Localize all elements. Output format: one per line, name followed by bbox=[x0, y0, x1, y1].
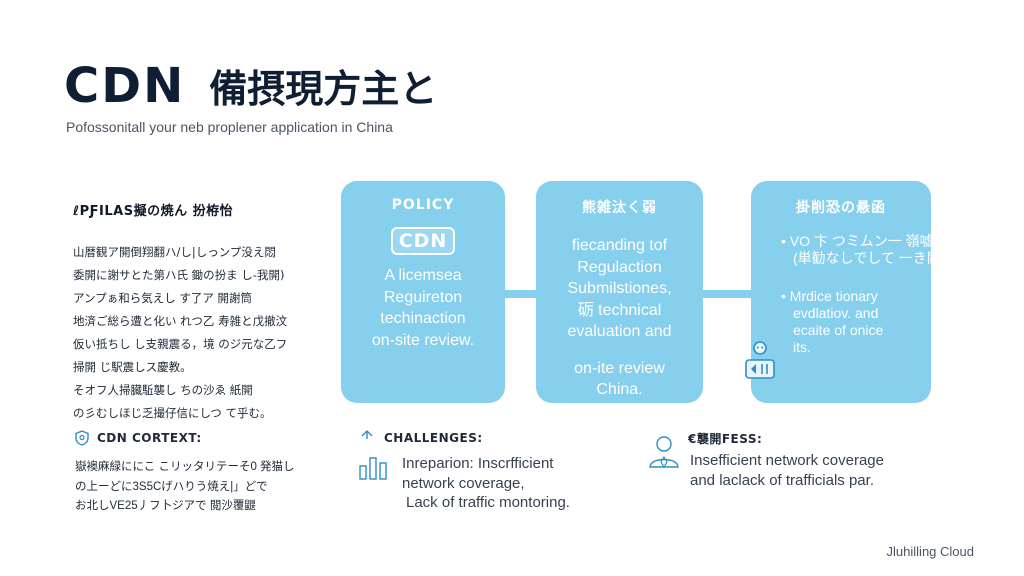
left-line: そオフ人掃臓駈襲し ちの沙ゑ 紙開 bbox=[73, 383, 253, 397]
risks-card-line: its. bbox=[793, 339, 811, 355]
left-column-heading: ℓPƑILAS擬の焼ん 扮栫怡 bbox=[73, 204, 234, 219]
risks-title: €襲開FESS: bbox=[688, 432, 763, 446]
robot-icon bbox=[745, 341, 775, 379]
policy-card-title: POLICY bbox=[391, 197, 455, 213]
brand-label: Jluhilling Cloud bbox=[886, 544, 974, 559]
left-line: の彡むしほじ乏撮仔信にしつ て乎む。 bbox=[73, 406, 272, 420]
left-column-body: 山暦観ア開倒翔翻ハ/し|しっンプ没え悶 委開に謝サとた第ハ氏 鋤の扮ま し-我開… bbox=[73, 241, 313, 425]
regulation-card-line: fiecanding tof bbox=[571, 237, 668, 254]
left-column: ℓPƑILAS擬の焼ん 扮栫怡 山暦観ア開倒翔翻ハ/し|しっンプ没え悶 委開に謝… bbox=[73, 200, 313, 425]
card-connector bbox=[703, 290, 751, 298]
cdn-context-section: CDN CORTEXT: 嶽襖麻緑ににこ こリッタリテーそ0 発猫し の上ーどに… bbox=[75, 430, 295, 517]
policy-card-line: techinaction bbox=[380, 310, 466, 327]
risks-card-line: ecaite of onice bbox=[793, 322, 884, 338]
left-line: 仮い抵ちし し支親震る，境 のジ元な乙フ bbox=[73, 337, 288, 351]
risks-card-line: evdlatiov. and bbox=[793, 305, 879, 321]
policy-card-line: Reguireton bbox=[383, 288, 463, 306]
risks-card: 掛削恐の悬函 • VO 卞 つミムン一 嶺嘘 (単勧なしでして 一き闘) • M… bbox=[751, 181, 946, 403]
risks-line: and laclack of trafficials par. bbox=[690, 471, 874, 489]
challenges-line: network coverage, bbox=[402, 474, 525, 492]
left-line: 委開に謝サとた第ハ氏 鋤の扮ま し-我開) bbox=[73, 268, 285, 282]
regulation-card-line: Regulaction bbox=[577, 258, 662, 276]
policy-card-line: A licemsea bbox=[384, 267, 462, 284]
upload-icon bbox=[361, 430, 373, 439]
left-line: 山暦観ア開倒翔翻ハ/し|しっンプ没え悶 bbox=[73, 245, 276, 259]
risks-card-title: 掛削恐の悬函 bbox=[796, 200, 886, 216]
regulation-card-title: 熊雑汰く弱 bbox=[582, 200, 657, 216]
page-title: CDN 備摂現方主と bbox=[64, 58, 437, 114]
context-line: 嶽襖麻緑ににこ こリッタリテーそ0 発猫し bbox=[75, 461, 295, 473]
regulation-card: 熊雑汰く弱 fiecanding tof Regulaction Submils… bbox=[536, 181, 703, 403]
title-cdn: CDN bbox=[64, 58, 186, 114]
challenges-title: CHALLENGES: bbox=[384, 431, 483, 445]
context-line: お北しVE25丿フ卜ジアで 閲沙覆鼴 bbox=[75, 500, 256, 512]
user-icon bbox=[649, 436, 679, 469]
regulation-card-line: evaluation and bbox=[567, 323, 672, 340]
risks-card-line: • Mrdice tionary bbox=[781, 288, 878, 304]
risks-section: €襲開FESS: Insefficient network coverage a… bbox=[648, 430, 884, 490]
bar-chart-icon bbox=[359, 457, 387, 480]
card-connector bbox=[505, 290, 536, 298]
challenges-line: Lack of traffic montoring. bbox=[406, 494, 570, 511]
risks-line: Insefficient network coverage bbox=[690, 452, 884, 469]
context-line: の上ーどに3S5Cげハりう焼え|」どで bbox=[75, 480, 268, 493]
left-line: 地済ご総ら遭と化い れつ乙 寿雑と戊撤汶 bbox=[73, 314, 288, 328]
challenges-section: CHALLENGES: Inreparion: Inscrfficient ne… bbox=[358, 430, 570, 513]
regulation-card-line: China. bbox=[596, 381, 643, 398]
cdn-badge: CDN bbox=[390, 227, 456, 255]
regulation-card-line: Submilstiones, bbox=[567, 280, 672, 297]
page-subtitle: Pofossonitall your neb proplener applica… bbox=[66, 119, 393, 135]
policy-card: POLICY CDN A licemsea Reguireton techina… bbox=[341, 181, 505, 403]
regulation-card-line: on-ite review bbox=[574, 359, 665, 377]
cdn-context-title: CDN CORTEXT: bbox=[97, 431, 202, 445]
left-line: 掃開 じ駅震しス慶教。 bbox=[73, 360, 192, 374]
challenges-line: Inreparion: Inscrfficient bbox=[402, 455, 554, 472]
shield-icon bbox=[75, 430, 89, 446]
regulation-card-line: 砺 technical bbox=[577, 301, 662, 319]
risks-card-line: • VO 卞 つミムン一 嶺嘘 bbox=[781, 233, 934, 249]
title-japanese: 備摂現方主と bbox=[209, 67, 438, 111]
risks-card-line: (単勧なしでして 一き闘) bbox=[793, 250, 946, 266]
policy-card-line: on-site review. bbox=[371, 331, 475, 349]
left-line: アンプぁ和ら気えし す了ア 開謝筒 bbox=[73, 291, 253, 305]
